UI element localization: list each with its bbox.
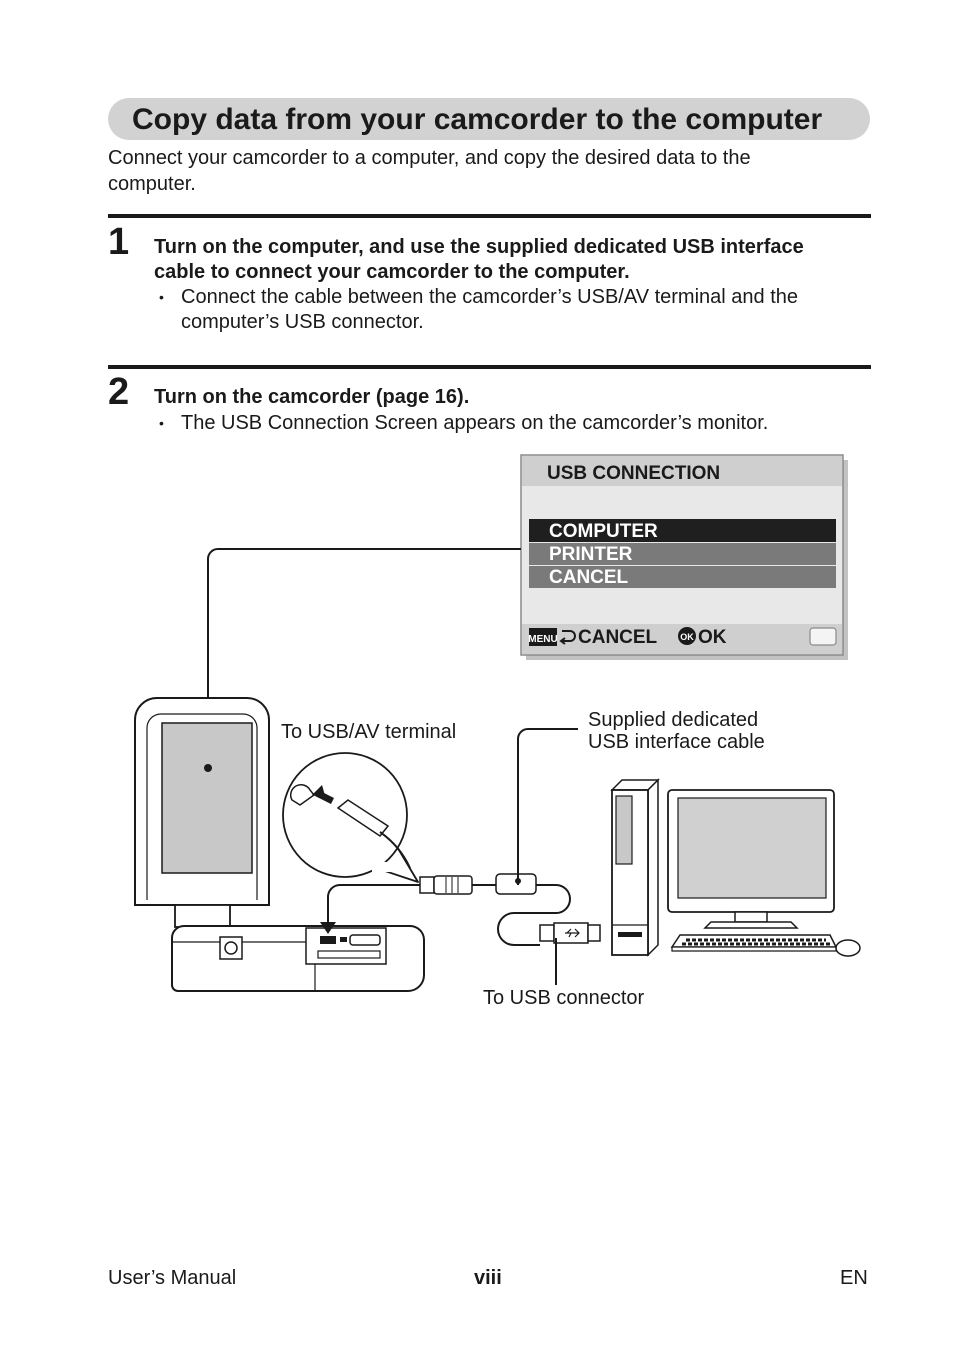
- title-bar: [108, 98, 870, 140]
- step-1-bullet-line: computer’s USB connector.: [181, 311, 424, 333]
- step-1-heading-line: cable to connect your camcorder to the c…: [154, 261, 630, 283]
- page-title: Copy data from your camcorder to the com…: [132, 103, 823, 136]
- mouse-icon: [835, 939, 861, 957]
- option-computer[interactable]: COMPUTER: [549, 521, 658, 542]
- ok-key-label: OK: [680, 632, 694, 642]
- menu-key-icon: [529, 628, 557, 646]
- page-number: viii: [474, 1267, 502, 1289]
- step-2-rule: [108, 365, 871, 369]
- usb-screen-title: USB CONNECTION: [547, 463, 720, 484]
- bullet-dot: •: [159, 415, 164, 431]
- label-usb-av-terminal: To USB/AV terminal: [281, 721, 456, 743]
- battery-icon: [809, 627, 837, 646]
- usb-port-icon: [289, 784, 316, 806]
- option-cancel[interactable]: CANCEL: [549, 567, 629, 588]
- step-2-heading-line: Turn on the camcorder (page 16).: [154, 386, 470, 408]
- ferrite-core: [495, 873, 537, 895]
- return-icon: [559, 630, 576, 645]
- step-2-bullet-line: The USB Connection Screen appears on the…: [181, 412, 769, 434]
- footer-language: EN: [840, 1267, 868, 1289]
- option-row-cancel: [529, 566, 836, 588]
- step-1-bullet: • Connect the cable between the camcorde…: [159, 285, 874, 335]
- mini-usb-plug-icon: [336, 799, 390, 838]
- option-printer[interactable]: PRINTER: [549, 544, 633, 565]
- intro-line: Connect your camcorder to a computer, an…: [108, 147, 751, 169]
- screen-leader-line: [207, 548, 521, 768]
- step-1-heading-line: Turn on the computer, and use the suppli…: [154, 236, 804, 258]
- bullet-dot: •: [159, 289, 164, 305]
- footer-cancel: CANCEL: [578, 627, 658, 648]
- intro-paragraph: Connect your camcorder to a computer, an…: [108, 145, 848, 197]
- label-usb-connector: To USB connector: [483, 987, 645, 1009]
- step-1-number: 1: [108, 221, 130, 263]
- menu-key-label: MENU: [528, 634, 557, 645]
- ok-key-icon: [678, 627, 696, 645]
- connection-illustration: USB CONNECTION COMPUTER PRINTER CANCEL M…: [134, 454, 861, 1009]
- computer-tower-icon: [610, 778, 660, 957]
- footer-manual-label: User’s Manual: [108, 1267, 237, 1289]
- computer-monitor-icon: [667, 789, 835, 929]
- intro-line: computer.: [108, 173, 196, 195]
- step-1-bullet-line: Connect the cable between the camcorder’…: [181, 286, 799, 308]
- option-row-computer: [529, 519, 836, 542]
- footer-ok: OK: [698, 627, 727, 648]
- usb-cable: [320, 873, 601, 946]
- step-1-rule: [108, 214, 871, 218]
- step-2-bullet: • The USB Connection Screen appears on t…: [159, 411, 874, 436]
- option-row-printer: [529, 543, 836, 565]
- cable-leader-line: [517, 728, 578, 885]
- keyboard-icon: [670, 934, 838, 952]
- label-cable-line1: Supplied dedicated: [588, 709, 758, 731]
- step-1: Turn on the computer, and use the suppli…: [154, 235, 874, 335]
- label-cable-line2: USB interface cable: [588, 731, 765, 753]
- step-2: Turn on the camcorder (page 16). • The U…: [154, 385, 874, 436]
- camcorder-icon: [134, 697, 425, 992]
- step-2-number: 2: [108, 371, 130, 413]
- usb-connection-screen: USB CONNECTION COMPUTER PRINTER CANCEL M…: [520, 454, 848, 660]
- terminal-zoom-bubble: [282, 752, 419, 883]
